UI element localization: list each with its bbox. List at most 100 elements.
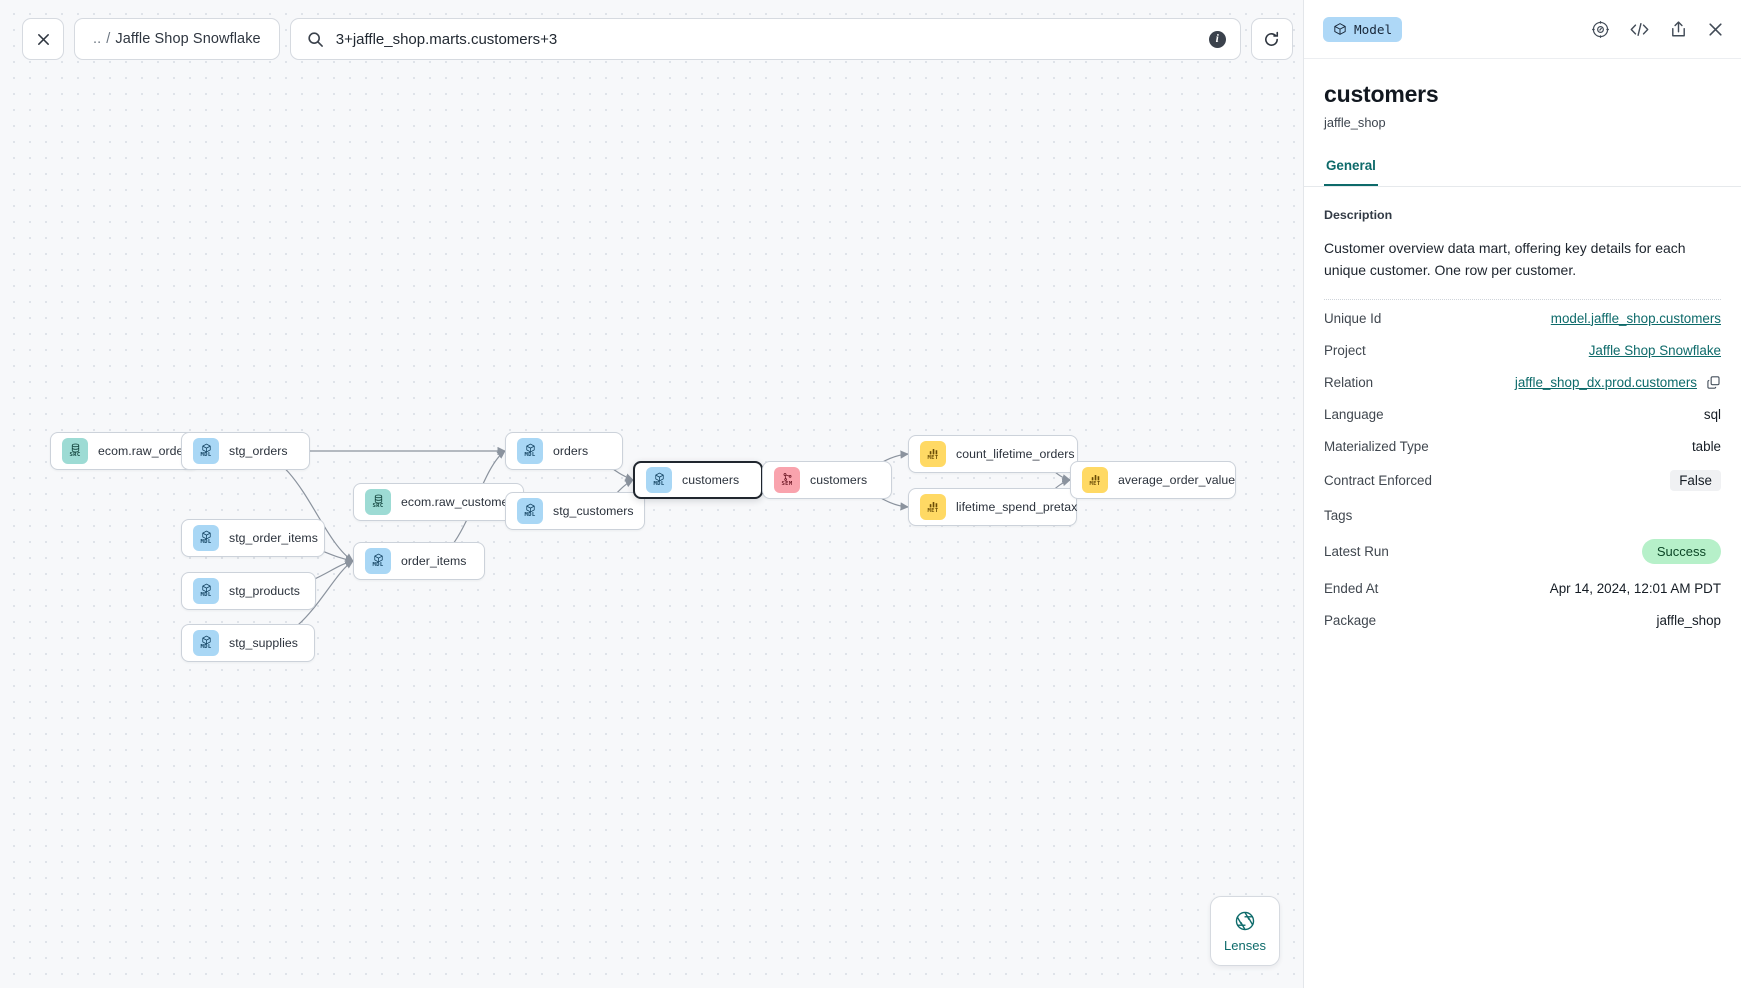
mdl-badge-icon: MDL (193, 630, 219, 656)
close-lineage-button[interactable] (22, 18, 64, 60)
detail-panel-actions (1591, 20, 1724, 39)
mdl-badge-icon: MDL (517, 438, 543, 464)
view-code-button[interactable] (1629, 20, 1650, 39)
met-badge-icon: MET (920, 494, 946, 520)
description-text: Customer overview data mart, offering ke… (1324, 240, 1686, 279)
detail-title-block: customers jaffle_shop (1304, 59, 1741, 130)
property-key: Ended At (1324, 580, 1379, 596)
property-value-wrap: sql (1704, 407, 1721, 422)
property-row: Ended At Apr 14, 2024, 12:01 AM PDT (1324, 572, 1721, 604)
breadcrumb-parent: .. (93, 31, 102, 47)
detail-panel-header: Model (1304, 0, 1741, 59)
property-value[interactable]: model.jaffle_shop.customers (1550, 310, 1721, 326)
property-value-wrap: model.jaffle_shop.customers (1551, 311, 1721, 326)
page-title: customers (1324, 81, 1439, 107)
graph-node-label: average_order_value (1118, 473, 1236, 487)
property-value-wrap: Apr 14, 2024, 12:01 AM PDT (1550, 581, 1721, 596)
property-key: Tags (1324, 507, 1353, 523)
graph-node-label: orders (553, 444, 589, 458)
copy-icon (1707, 375, 1720, 389)
close-panel-button[interactable] (1707, 21, 1724, 38)
property-row: Tags (1324, 499, 1721, 531)
lineage-canvas[interactable]: .. / Jaffle Shop Snowflake i (0, 0, 1303, 988)
property-row: Relation jaffle_shop_dx.prod.customers (1324, 366, 1721, 398)
graph-node-label: lifetime_spend_pretax (956, 500, 1078, 514)
description-heading: Description (1324, 208, 1393, 222)
graph-node-customers[interactable]: MDL customers (633, 461, 763, 499)
property-value: False (1670, 470, 1721, 492)
property-value-wrap: Jaffle Shop Snowflake (1589, 343, 1721, 358)
code-brackets-icon (1630, 22, 1649, 36)
detail-tabs: General (1304, 153, 1741, 187)
page-subtitle: jaffle_shop (1324, 115, 1386, 130)
property-value[interactable]: Jaffle Shop Snowflake (1588, 342, 1721, 358)
cube-icon (1334, 23, 1346, 35)
property-key: Package (1324, 612, 1377, 628)
property-row: Project Jaffle Shop Snowflake (1324, 334, 1721, 366)
property-value-wrap: Success (1641, 539, 1721, 565)
breadcrumb[interactable]: .. / Jaffle Shop Snowflake (74, 18, 280, 60)
graph-node-label: stg_customers (553, 504, 634, 518)
lenses-label: Lenses (1224, 937, 1266, 953)
graph-node-orders[interactable]: MDL orders (505, 432, 623, 470)
property-value[interactable]: jaffle_shop_dx.prod.customers (1514, 374, 1697, 390)
graph-node-lifetime_spend_pretax[interactable]: MET lifetime_spend_pretax (908, 488, 1077, 526)
lineage-search-box[interactable]: i (289, 18, 1241, 60)
close-icon (37, 33, 49, 45)
breadcrumb-project: Jaffle Shop Snowflake (115, 31, 261, 47)
close-icon (1709, 22, 1722, 36)
graph-node-label: order_items (401, 554, 467, 568)
property-value: table (1691, 438, 1721, 454)
property-key: Latest Run (1324, 544, 1389, 560)
mdl-badge-icon: MDL (646, 467, 672, 493)
graph-node-label: count_lifetime_orders (956, 447, 1075, 461)
property-value: sql (1703, 406, 1721, 422)
detail-body: Description Customer overview data mart,… (1304, 187, 1741, 988)
search-input[interactable] (335, 30, 1197, 48)
section-divider (1324, 299, 1721, 301)
property-value-wrap: table (1692, 439, 1721, 454)
refresh-icon (1265, 31, 1279, 46)
property-value-wrap: jaffle_shop (1656, 613, 1721, 628)
share-upload-icon (1672, 20, 1685, 36)
mdl-badge-icon: MDL (193, 525, 219, 551)
lineage-view-button[interactable] (1591, 20, 1610, 39)
graph-node-label: stg_supplies (229, 636, 298, 650)
property-key: Relation (1324, 374, 1374, 390)
graph-node-label: stg_products (229, 584, 301, 598)
property-value-wrap: False (1670, 470, 1721, 492)
property-key: Project (1324, 342, 1366, 358)
node-type-badge: Model (1323, 16, 1403, 42)
lenses-button[interactable]: Lenses (1210, 896, 1280, 966)
info-icon[interactable]: i (1208, 30, 1226, 48)
graph-node-label: stg_orders (229, 444, 288, 458)
property-key: Unique Id (1324, 310, 1382, 326)
property-value-wrap: jaffle_shop_dx.prod.customers (1515, 375, 1721, 390)
mdl-badge-icon: MDL (365, 548, 391, 574)
property-value: jaffle_shop (1656, 612, 1721, 628)
property-key: Language (1324, 406, 1384, 422)
copy-relation-button[interactable] (1706, 375, 1721, 390)
detail-panel: Model (1303, 0, 1741, 988)
graph-node-order_items[interactable]: MDL order_items (353, 542, 485, 580)
refresh-button[interactable] (1250, 18, 1293, 60)
node-type-label: Model (1354, 21, 1393, 37)
graph-node-stg_supplies[interactable]: MDL stg_supplies (181, 624, 315, 662)
property-row: Latest Run Success (1324, 531, 1721, 572)
graph-node-label: ecom.raw_orders (98, 444, 194, 458)
share-button[interactable] (1669, 20, 1688, 39)
tab-general[interactable]: General (1324, 153, 1378, 186)
graph-node-label: customers (682, 473, 740, 487)
